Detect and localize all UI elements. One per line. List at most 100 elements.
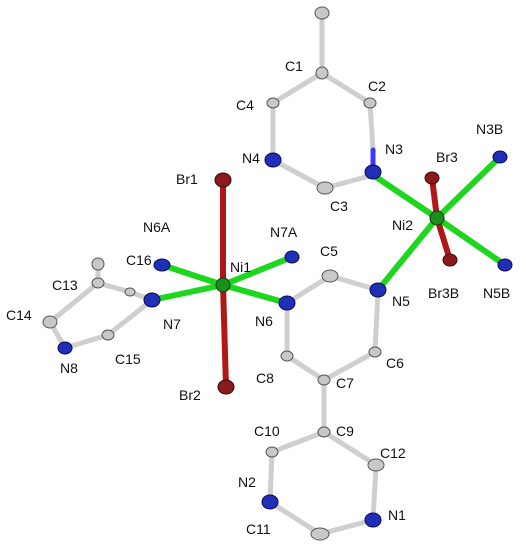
label-c8: C8 — [256, 370, 274, 386]
label-c1: C1 — [285, 58, 303, 74]
atom-br2 — [217, 379, 235, 395]
atom-c15 — [101, 329, 115, 341]
label-n4: N4 — [242, 150, 260, 166]
atom-c16 — [124, 287, 136, 297]
bond-ni1-n6a — [159, 262, 226, 288]
bond-ni2-n3 — [370, 172, 440, 221]
atom-c13 — [91, 277, 105, 289]
label-c4: C4 — [236, 97, 254, 113]
atom-c4 — [266, 97, 280, 109]
label-c16: C16 — [126, 252, 152, 268]
atom-n6a — [153, 258, 171, 272]
bond-c1-c2 — [319, 70, 373, 106]
bond-c6-n5 — [372, 287, 381, 355]
label-ni1: Ni1 — [230, 259, 251, 275]
bond-ni1-n7a — [220, 254, 295, 288]
atom-methyl-c1 — [314, 6, 330, 20]
label-c5: C5 — [320, 243, 338, 259]
label-c12: C12 — [380, 445, 406, 461]
atom-c3 — [316, 181, 334, 195]
bond-ni1-n7 — [149, 282, 226, 303]
atom-c1 — [315, 66, 329, 80]
bond-ni2-n5b — [434, 215, 508, 268]
bond-c9-c10 — [269, 429, 327, 455]
label-n3b: N3B — [476, 121, 503, 137]
label-br2: Br2 — [179, 387, 201, 403]
bond-c13-c14 — [47, 280, 101, 325]
atom-br3b — [442, 253, 458, 267]
bond-ni2-n5 — [375, 215, 440, 293]
atom-n7 — [143, 292, 161, 308]
atom-n2 — [261, 494, 279, 510]
label-n6a: N6A — [143, 219, 171, 235]
atom-n5b — [497, 258, 513, 272]
bond-c10-n2 — [267, 449, 275, 505]
atom-br3 — [424, 171, 440, 185]
label-n8: N8 — [60, 360, 78, 376]
atoms — [42, 6, 513, 541]
atom-n5 — [369, 282, 387, 298]
atom-c12 — [367, 458, 385, 472]
label-c15: C15 — [115, 351, 141, 367]
bond-c5-n6 — [284, 273, 333, 306]
atom-c2 — [363, 97, 377, 109]
label-c14: C14 — [6, 307, 32, 323]
label-c2: C2 — [368, 78, 386, 94]
atom-ni1 — [215, 277, 231, 293]
bond-c7-c6 — [321, 349, 378, 383]
label-n5: N5 — [392, 293, 410, 309]
bond-ni1-br2 — [220, 282, 229, 390]
bond-ni1-n6 — [220, 282, 290, 306]
label-n6: N6 — [255, 313, 273, 329]
label-n1: N1 — [388, 507, 406, 523]
label-br3b: Br3B — [428, 285, 459, 301]
label-n2: N2 — [238, 474, 256, 490]
atom-n4 — [264, 152, 282, 168]
bond-n8-c15 — [62, 332, 111, 351]
atom-n6 — [278, 295, 296, 311]
atom-methyl-c13 — [91, 257, 105, 271]
atom-ni2 — [429, 210, 445, 226]
atom-br1 — [214, 172, 232, 188]
atom-n1 — [364, 512, 382, 528]
label-c7: C7 — [336, 375, 354, 391]
bond-c15-n7 — [105, 297, 155, 338]
label-c11: C11 — [246, 521, 271, 537]
label-br3: Br3 — [436, 149, 458, 165]
label-c9: C9 — [336, 423, 354, 439]
label-c10: C10 — [254, 423, 280, 439]
bond-c1-c4 — [270, 70, 325, 106]
bond-c9-c12 — [321, 429, 379, 468]
atom-c9 — [317, 426, 331, 438]
atom-c5 — [321, 269, 339, 283]
label-n5b: N5B — [483, 285, 510, 301]
label-n7: N7 — [163, 316, 181, 332]
bond-n2-c11 — [267, 499, 323, 537]
label-c13: C13 — [52, 277, 78, 293]
atom-c14 — [42, 315, 58, 329]
label-br1: Br1 — [176, 171, 198, 187]
label-n7a: N7A — [270, 224, 298, 240]
atom-c11 — [310, 527, 330, 541]
atom-c10 — [265, 446, 279, 458]
bond-c8-c7 — [284, 353, 327, 383]
label-ni2: Ni2 — [392, 217, 413, 233]
label-c6: C6 — [386, 355, 404, 371]
atom-n7a — [284, 250, 300, 264]
atom-n8 — [57, 341, 73, 355]
bond-ni2-n3b — [434, 154, 503, 221]
label-n3: N3 — [385, 141, 403, 157]
atom-c6 — [368, 346, 382, 358]
bonds — [47, 10, 508, 537]
atom-c8 — [280, 350, 294, 362]
bond-n4-c3 — [270, 157, 328, 191]
bond-c2-n3 — [367, 100, 376, 153]
atom-c7 — [317, 374, 331, 386]
atom-n3b — [492, 150, 508, 164]
label-c3: C3 — [330, 198, 348, 214]
atom-n3 — [364, 164, 382, 180]
bond-n1-c12 — [370, 462, 379, 523]
atom-labels: C1 C2 C4 N4 N3 C3 Br3 N3B Ni2 N5 Br3B N5… — [6, 58, 510, 537]
